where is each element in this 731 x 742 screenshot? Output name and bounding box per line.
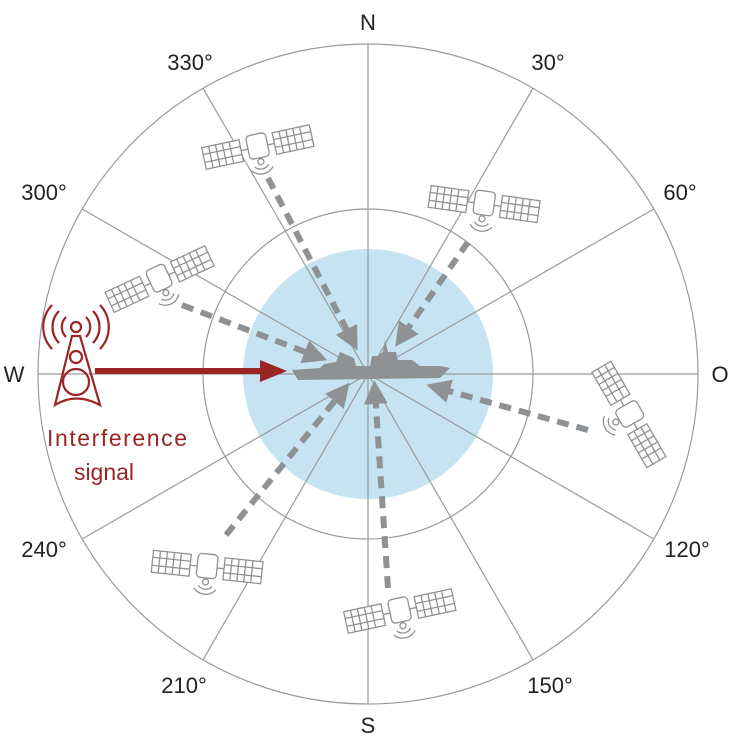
bearing-spoke bbox=[367, 373, 534, 661]
ship-icon bbox=[292, 340, 450, 380]
label-60: 60° bbox=[663, 180, 696, 205]
satellite-icon bbox=[342, 586, 460, 650]
interference-arrowhead bbox=[260, 360, 287, 382]
label-300: 300° bbox=[21, 180, 67, 205]
label-240: 240° bbox=[21, 537, 67, 562]
interference-label-line2: signal bbox=[74, 459, 134, 485]
satellite-icon bbox=[148, 547, 264, 601]
label-north: N bbox=[360, 10, 376, 35]
satellite-icon bbox=[200, 122, 318, 186]
bearing-spoke bbox=[202, 373, 369, 661]
signal-arrow bbox=[265, 176, 358, 351]
signal-arrow bbox=[223, 382, 350, 537]
interference-label-line1: Interference bbox=[47, 425, 187, 451]
bearing-spoke bbox=[367, 373, 655, 540]
label-south: S bbox=[361, 713, 376, 738]
label-150: 150° bbox=[527, 673, 573, 698]
interference-tower-icon bbox=[42, 304, 110, 408]
label-330: 330° bbox=[167, 50, 213, 75]
label-west: W bbox=[4, 362, 25, 387]
bearing-spoke bbox=[81, 373, 369, 540]
label-120: 120° bbox=[664, 537, 710, 562]
satellite-icon bbox=[425, 182, 542, 240]
label-210: 210° bbox=[161, 673, 207, 698]
satellite-icon bbox=[577, 359, 669, 477]
signal-arrow bbox=[180, 302, 328, 363]
signal-arrow bbox=[426, 379, 589, 433]
signal-arrow bbox=[363, 380, 391, 589]
signal-arrows bbox=[180, 176, 589, 589]
label-30: 30° bbox=[531, 50, 564, 75]
label-east: O bbox=[711, 362, 728, 387]
